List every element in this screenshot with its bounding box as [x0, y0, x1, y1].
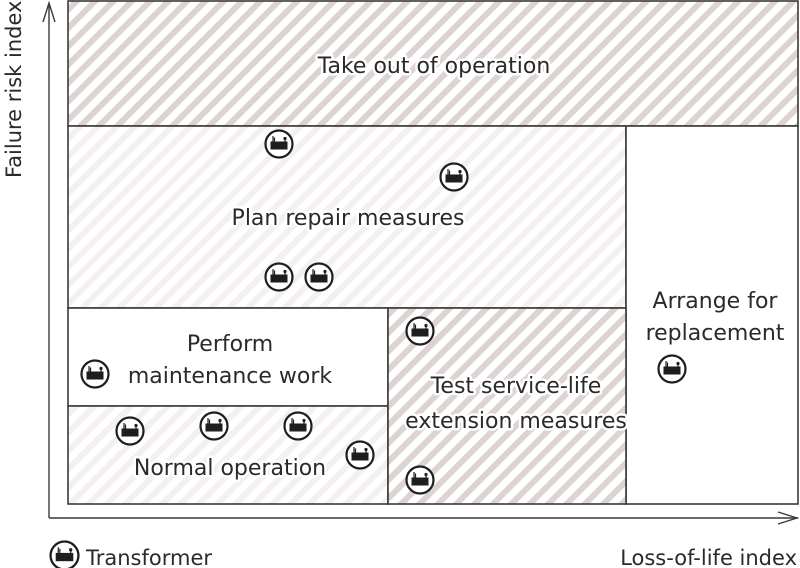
- zone-take-out-label: Take out of operation: [317, 54, 551, 79]
- transformer-icon: [439, 162, 469, 192]
- legend-transformer-icon: [49, 540, 80, 568]
- zone-normal-area: [67, 405, 389, 505]
- zone-replacement-label-line2: replacement: [646, 321, 785, 346]
- y-axis-label: Failure risk index: [2, 1, 26, 178]
- zone-test-extension-label-line2: extension measures: [405, 409, 627, 434]
- zone-replacement-label-line1: Arrange for: [653, 289, 779, 314]
- zone-replacement: Arrange for replacement: [625, 125, 799, 505]
- zone-normal-label: Normal operation: [134, 456, 326, 481]
- zone-take-out: Take out of operation: [67, 0, 799, 127]
- transformer-icon: [199, 411, 229, 441]
- y-axis: [42, 0, 56, 518]
- legend-label: Transformer: [85, 546, 212, 568]
- zone-plan-repair: Plan repair measures: [67, 125, 627, 309]
- legend: Transformer: [49, 540, 212, 568]
- transformer-icon: [304, 262, 334, 292]
- x-axis-arrow-icon: [777, 511, 800, 525]
- zone-normal: Normal operation: [67, 405, 389, 505]
- transformer-icon: [80, 359, 110, 389]
- x-axis-label: Loss-of-life index: [620, 546, 797, 568]
- transformer-icon: [345, 440, 375, 470]
- zone-take-out-area: [67, 0, 799, 127]
- transformer-icon: [405, 465, 435, 495]
- transformer-icon: [264, 262, 294, 292]
- zone-maintenance-label-line1: Perform: [187, 332, 273, 357]
- transformer-icon: [115, 416, 145, 446]
- zone-test-extension-label-line1: Test service-life: [430, 374, 602, 399]
- transformer-icon: [657, 354, 687, 384]
- y-axis-arrow-icon: [42, 0, 56, 23]
- zone-maintenance: Perform maintenance work: [67, 307, 389, 407]
- transformer-icon: [283, 411, 313, 441]
- transformer-icon: [264, 129, 294, 159]
- transformer-icon: [405, 316, 435, 346]
- zone-replacement-area: [625, 125, 799, 505]
- zone-maintenance-label-line2: maintenance work: [128, 364, 333, 389]
- zone-maintenance-area: [67, 307, 389, 407]
- zone-plan-repair-label: Plan repair measures: [232, 206, 465, 231]
- x-axis: [49, 511, 800, 525]
